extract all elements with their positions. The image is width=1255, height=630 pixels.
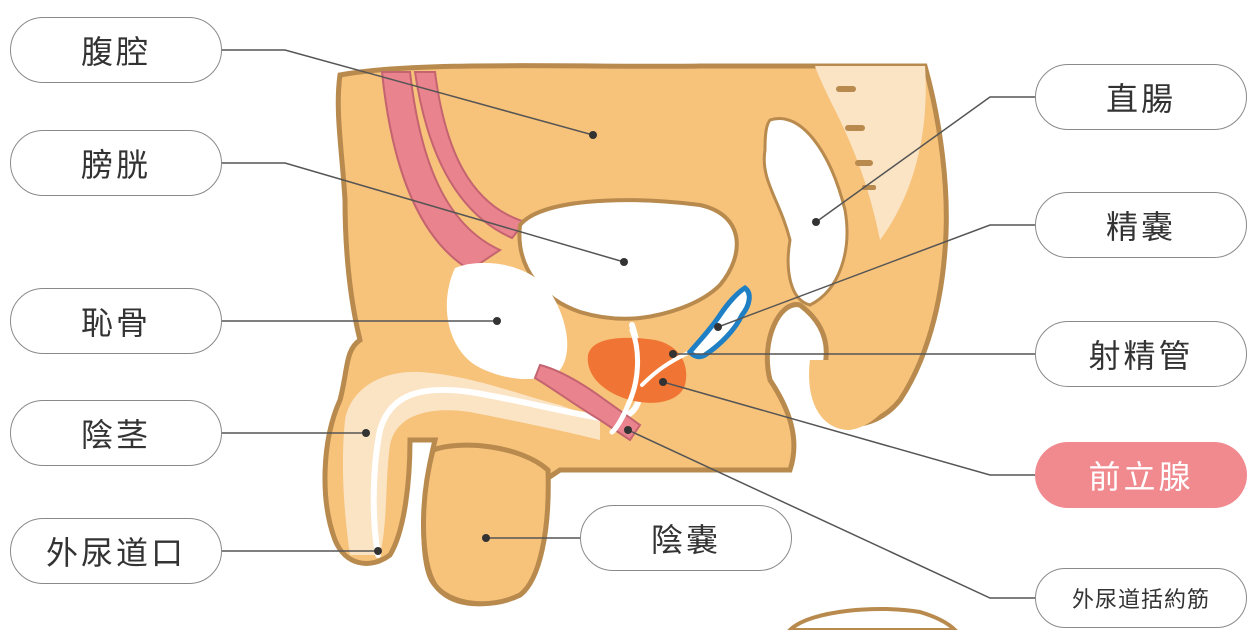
partial-shape-bottom	[790, 609, 955, 630]
label-bladder: 膀胱	[10, 130, 222, 196]
label-abdominal-cavity: 腹腔	[10, 17, 222, 83]
label-ejaculatory-duct: 射精管	[1035, 321, 1247, 387]
label-seminal-vesicle: 精嚢	[1035, 192, 1247, 258]
rear-bulge	[809, 360, 905, 430]
label-penis: 陰茎	[10, 400, 222, 466]
label-rectum: 直腸	[1035, 64, 1247, 130]
label-pubic-bone: 恥骨	[10, 288, 222, 354]
scrotum-shape	[423, 445, 548, 604]
label-prostate: 前立腺	[1035, 442, 1247, 508]
label-external-urethral-sphincter: 外尿道括約筋	[1035, 568, 1247, 628]
label-external-urethral-orifice: 外尿道口	[10, 518, 222, 584]
label-scrotum: 陰嚢	[580, 505, 792, 571]
